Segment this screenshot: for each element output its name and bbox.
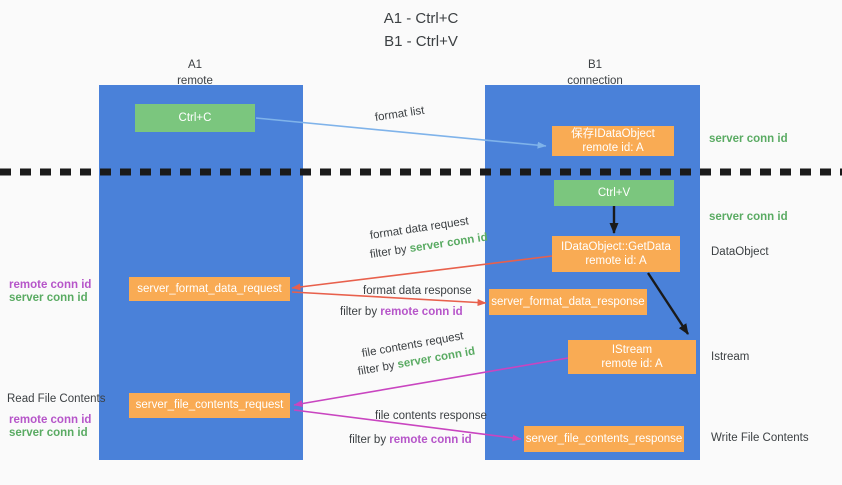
right-label-istream: Istream xyxy=(711,351,749,363)
edge-label-file-contents-response-filter: filter by remote conn id xyxy=(349,434,472,446)
node-getdata-sub: remote id: A xyxy=(585,255,647,267)
node-save-idataobject-sub: remote id: A xyxy=(582,142,644,154)
node-server-file-contents-request-label: server_file_contents_request xyxy=(135,399,284,412)
node-ctrl-v-label: Ctrl+V xyxy=(597,186,631,199)
node-server-file-contents-response-label: server_file_contents_response xyxy=(525,432,683,445)
page-title: A1 - Ctrl+C B1 - Ctrl+V xyxy=(0,8,842,53)
left-label-remote-conn-id-1-text: remote conn id xyxy=(9,279,92,291)
right-label-server-conn-id-top: server conn id xyxy=(709,133,788,145)
left-label-read-file-contents-text: Read File Contents xyxy=(7,393,106,405)
node-ctrl-c-label: Ctrl+C xyxy=(178,111,212,124)
node-server-file-contents-request[interactable]: server_file_contents_request xyxy=(129,393,290,418)
right-label-server-conn-id-mid-text: server conn id xyxy=(709,211,788,223)
right-label-write-file-contents: Write File Contents xyxy=(711,432,809,444)
node-istream-sub: remote id: A xyxy=(601,358,663,370)
node-server-file-contents-response[interactable]: server_file_contents_response xyxy=(524,426,684,452)
title-line-2: B1 - Ctrl+V xyxy=(384,32,458,50)
left-label-remote-conn-id-2: remote conn id xyxy=(9,414,91,426)
column-a1-name: A1 xyxy=(187,59,203,71)
right-label-write-file-contents-text: Write File Contents xyxy=(711,432,809,444)
node-istream[interactable]: IStream remote id: A xyxy=(568,340,696,374)
left-label-remote-conn-id-2-text: remote conn id xyxy=(9,414,92,426)
filter-prefix: filter by xyxy=(340,306,381,318)
filter-key-remote-conn-id: remote conn id xyxy=(380,306,463,318)
left-label-server-conn-id-2: server conn id xyxy=(9,427,88,439)
edge-label-format-list-text: format list xyxy=(374,104,426,124)
node-save-idataobject[interactable]: 保存IDataObject remote id: A xyxy=(552,126,674,156)
node-ctrl-v[interactable]: Ctrl+V xyxy=(554,180,674,206)
left-label-read-file-contents: Read File Contents xyxy=(7,393,105,405)
node-getdata[interactable]: IDataObject::GetData remote id: A xyxy=(552,236,680,272)
edge-label-format-list: format list xyxy=(374,105,425,124)
edge-label-format-data-response-filter: filter by remote conn id xyxy=(340,306,463,318)
left-label-remote-conn-id-1: remote conn id xyxy=(9,279,91,291)
node-istream-title: IStream xyxy=(611,343,653,356)
filter-prefix: filter by xyxy=(356,359,399,378)
node-server-format-data-request-label: server_format_data_request xyxy=(137,282,282,295)
filter-key-server-conn-id: server conn id xyxy=(408,231,489,255)
column-a1-sub: remote xyxy=(177,74,213,87)
right-label-server-conn-id-top-text: server conn id xyxy=(709,133,788,145)
node-ctrl-c[interactable]: Ctrl+C xyxy=(135,104,255,132)
right-label-istream-text: Istream xyxy=(711,351,750,363)
right-label-dataobject: DataObject xyxy=(711,246,769,258)
node-server-format-data-response[interactable]: server_format_data_response xyxy=(489,289,647,315)
column-header-a1: A1 remote xyxy=(120,58,270,89)
left-label-server-conn-id-1: server conn id xyxy=(9,292,88,304)
filter-prefix: filter by xyxy=(349,434,390,446)
edge-label-format-data-response: format data response xyxy=(363,285,472,297)
edge-label-file-contents-response: file contents response xyxy=(375,410,487,422)
node-getdata-title: IDataObject::GetData xyxy=(561,240,671,253)
right-label-dataobject-text: DataObject xyxy=(711,246,769,258)
column-header-b1: B1 connection xyxy=(520,58,670,89)
filter-key-remote-conn-id: remote conn id xyxy=(389,434,472,446)
edge-label-file-contents-response-text: file contents response xyxy=(375,410,487,422)
column-b1-sub: connection xyxy=(567,74,623,87)
node-server-format-data-request[interactable]: server_format_data_request xyxy=(129,277,290,301)
title-line-1: A1 - Ctrl+C xyxy=(383,10,459,27)
column-b1-name: B1 xyxy=(587,59,603,71)
edge-label-format-data-response-text: format data response xyxy=(363,285,472,297)
right-label-server-conn-id-mid: server conn id xyxy=(709,211,788,223)
left-label-server-conn-id-1-text: server conn id xyxy=(9,292,88,304)
node-save-idataobject-title: 保存IDataObject xyxy=(571,127,655,140)
node-server-format-data-response-label: server_format_data_response xyxy=(491,295,645,308)
left-label-server-conn-id-2-text: server conn id xyxy=(9,427,88,439)
filter-prefix: filter by xyxy=(369,243,411,261)
